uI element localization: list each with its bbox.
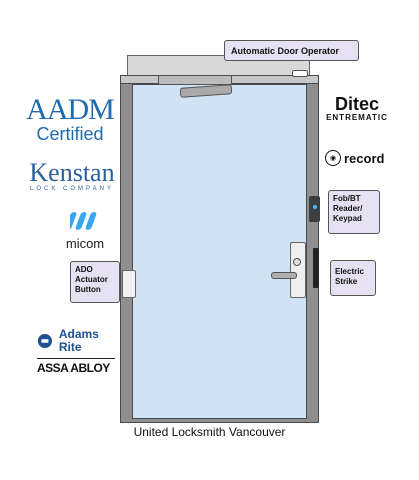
operator-sensor: [292, 70, 308, 77]
aadm-logo: AADM Certified: [20, 93, 120, 144]
fob-reader: [309, 196, 320, 222]
kenstan-logo-text: Kenstan: [29, 158, 115, 187]
ado-actuator-button: [122, 270, 136, 298]
keyhole-icon: [293, 258, 301, 266]
reader-led: [313, 205, 317, 209]
assa-abloy-text: ASSA ABLOY: [37, 361, 110, 375]
adams-rite-logo: Adams Rite ASSA ABLOY: [37, 328, 117, 375]
handle-plate: [290, 242, 306, 298]
ado-callout: ADO Actuator Button: [70, 261, 120, 303]
strike-callout: Electric Strike: [330, 260, 376, 296]
micom-logo-text: micom: [65, 236, 105, 251]
adams-divider: [37, 358, 115, 359]
adams-rite-text: Adams Rite: [58, 327, 99, 354]
micom-bars-icon: [70, 212, 97, 230]
door-lever: [271, 272, 297, 279]
caption: United Locksmith Vancouver: [133, 425, 286, 439]
operator-callout: Automatic Door Operator: [224, 40, 359, 61]
entrematic-text: ENTREMATIC: [326, 113, 388, 122]
reader-callout: Fob/BT Reader/ Keypad: [328, 190, 380, 234]
adams-rite-badge-icon: [37, 333, 52, 349]
record-circle-icon: ◉: [325, 150, 341, 166]
kenstan-subtitle: LOCK COMPANY: [30, 186, 114, 192]
record-logo-text: record: [344, 150, 385, 166]
aadm-logo-text: AADM: [26, 93, 115, 126]
ditec-logo: Ditec ENTREMATIC: [322, 95, 392, 122]
micom-logo: micom: [55, 210, 115, 251]
operator-arm: [158, 75, 232, 85]
door-panel: [132, 84, 307, 419]
electric-strike: [313, 248, 319, 288]
ditec-logo-text: Ditec: [334, 94, 379, 114]
record-logo: ◉ record: [325, 150, 395, 166]
kenstan-logo: Kenstan LOCK COMPANY: [22, 158, 122, 193]
aadm-certified-text: Certified: [36, 124, 104, 144]
